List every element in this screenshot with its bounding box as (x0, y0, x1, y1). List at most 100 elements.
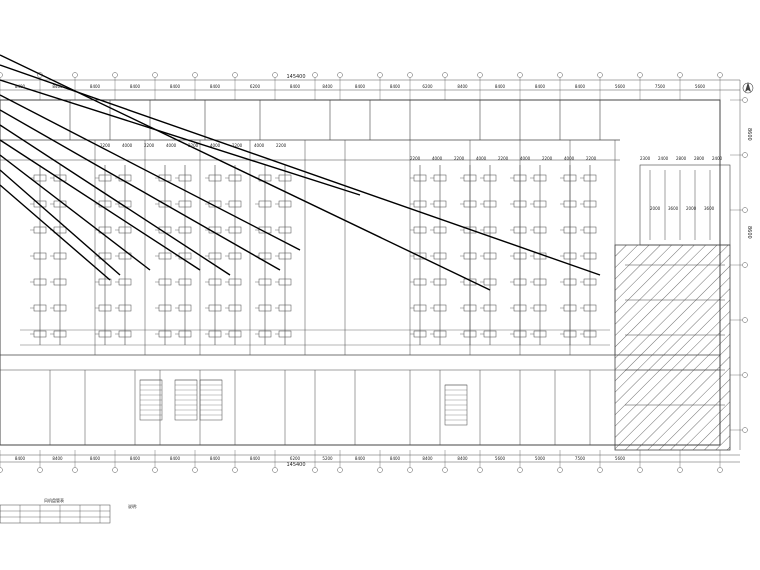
top-bay-dimension: 8400 (575, 84, 586, 89)
legend-title: 风机盘管表 (44, 497, 64, 503)
bottom-grid-axis (0, 450, 740, 473)
grid-bubble-top (557, 72, 563, 78)
bottom-bay-dimension: 5600 (495, 456, 506, 461)
top-bay-dimension: 7500 (655, 84, 666, 89)
leader-line (0, 154, 151, 271)
grid-bubble-bottom (717, 467, 723, 473)
grid-bubble-bottom (192, 467, 198, 473)
bottom-bay-dimension: 8400 (130, 456, 141, 461)
grid-bubble-top (152, 72, 158, 78)
unit-dim-right: 2200 (498, 156, 509, 161)
grid-bubble-bottom (37, 467, 43, 473)
grid-bubble-top (312, 72, 318, 78)
leader-line (0, 169, 121, 276)
grid-bubble-top (337, 72, 343, 78)
grid-bubble-top (717, 72, 723, 78)
hatched-area (614, 244, 731, 451)
top-bay-dimension: 8400 (390, 84, 401, 89)
unit-dim-left: 2200 (232, 143, 243, 148)
legend-table (0, 504, 111, 524)
dimension-texts: 8400 8400 8400 8400 8400 8400 6200 8400 8400 8400… (15, 84, 723, 461)
grid-bubble-side (742, 427, 748, 433)
top-bay-dimension: 8400 (52, 84, 63, 89)
grid-bubble-bottom (337, 467, 343, 473)
top-bay-dimension: 8400 (290, 84, 301, 89)
unit-dim-left: 2200 (276, 143, 287, 148)
grid-bubble-side (742, 207, 748, 213)
top-bay-dimension: 8400 (495, 84, 506, 89)
bottom-bay-dimension: 8400 (390, 456, 401, 461)
top-bay-dimension: 6200 (250, 84, 261, 89)
corridor-dim: 2300 (640, 156, 651, 161)
notes-title: 说明: (128, 503, 137, 509)
grid-bubble-top (0, 72, 3, 78)
top-bay-dimension: 8400 (322, 84, 333, 89)
building-outline (0, 99, 721, 446)
rooms-lower-strip (49, 370, 591, 445)
top-bay-dimension: 8400 (15, 84, 26, 89)
bottom-bay-dimension: 8400 (457, 456, 468, 461)
unit-dim-left: 2200 (100, 143, 111, 148)
bottom-bay-dimension: 8400 (170, 456, 181, 461)
unit-dim-right: 2200 (454, 156, 465, 161)
top-bay-dimension: 8400 (90, 84, 101, 89)
top-grid-axis (0, 72, 754, 450)
grid-bubble-top (72, 72, 78, 78)
grid-bubble-bottom (677, 467, 683, 473)
unit-dim-left: 4000 (254, 143, 265, 148)
top-bay-dimension: 8400 (457, 84, 468, 89)
mech-duct-block (639, 164, 731, 246)
hatched-dim: 2000 (650, 206, 661, 211)
unit-dim-left: 4000 (122, 143, 133, 148)
unit-dim-left: 2200 (144, 143, 155, 148)
grid-bubble-bottom (0, 467, 3, 473)
bottom-bay-dimension: 5200 (322, 456, 333, 461)
unit-dim-right: 4000 (564, 156, 575, 161)
grid-bubble-top (637, 72, 643, 78)
grid-bubble-side (742, 262, 748, 268)
unit-dim-right: 2200 (410, 156, 421, 161)
grid-bubble-top (112, 72, 118, 78)
grid-bubble-bottom (272, 467, 278, 473)
bottom-bay-dimension: 8400 (210, 456, 221, 461)
bottom-bay-dimension: 6200 (290, 456, 301, 461)
leader-line (0, 109, 281, 271)
top-bay-dimension: 5600 (615, 84, 626, 89)
total-dimension-bottom: 145400 (286, 462, 305, 468)
bottom-bay-dimension: 5000 (535, 456, 546, 461)
grid-bubble-top (597, 72, 603, 78)
top-bay-dimension: 8400 (355, 84, 366, 89)
top-bay-dimension: 8400 (535, 84, 546, 89)
grid-bubble-top (192, 72, 198, 78)
grid-bubble-bottom (637, 467, 643, 473)
side-dimension-bottom: 8600 (746, 226, 752, 239)
grid-bubble-top (407, 72, 413, 78)
grid-bubble-bottom (232, 467, 238, 473)
bottom-bay-dimension: 8400 (90, 456, 101, 461)
unit-dim-left: 4000 (210, 143, 221, 148)
grid-bubble-bottom (312, 467, 318, 473)
leader-line (0, 79, 361, 196)
grid-bubble-bottom (112, 467, 118, 473)
corridor-dim: 2400 (658, 156, 669, 161)
top-bay-dimension: 6200 (422, 84, 433, 89)
legend-table-frame (0, 504, 111, 524)
bottom-bay-dimension: 8400 (422, 456, 433, 461)
side-dimension-top: 8600 (746, 128, 752, 141)
corridor-dim: 2800 (694, 156, 705, 161)
grid-bubble-bottom (477, 467, 483, 473)
top-bay-dimension: 8400 (210, 84, 221, 89)
grid-bubble-bottom (72, 467, 78, 473)
leader-line (0, 184, 111, 281)
grid-bubble-top (477, 72, 483, 78)
unit-dim-left: 2200 (188, 143, 199, 148)
unit-dim-right: 4000 (432, 156, 443, 161)
unit-dim-right: 4000 (476, 156, 487, 161)
grid-bubble-bottom (377, 467, 383, 473)
bottom-bay-dimension: 7500 (575, 456, 586, 461)
hatched-dim: 2000 (686, 206, 697, 211)
grid-bubble-top (517, 72, 523, 78)
top-bay-dimension: 8400 (130, 84, 141, 89)
